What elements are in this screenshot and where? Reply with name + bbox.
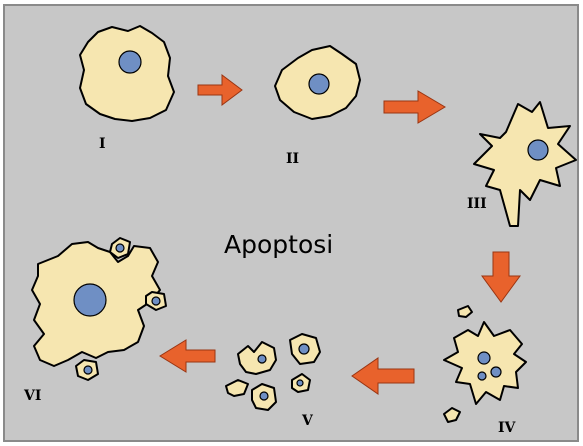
stage-1-nucleus xyxy=(119,51,141,73)
stage-2-nucleus xyxy=(309,74,329,94)
stage-label-1: I xyxy=(99,136,106,152)
stage-4-nucleus-3 xyxy=(478,372,486,380)
stage-1-cell xyxy=(80,26,174,121)
stage-label-6: VI xyxy=(23,388,41,404)
stage-label-4: IV xyxy=(498,420,517,436)
diagram-title: Apoptosi xyxy=(224,230,333,259)
stage-3-nucleus xyxy=(528,140,548,160)
stage-label-3: III xyxy=(467,196,487,212)
stage-label-2: II xyxy=(286,151,299,167)
stage-4-nucleus-1 xyxy=(478,352,490,364)
stage-6-nucleus xyxy=(74,284,106,316)
stage-label-5: V xyxy=(301,413,314,429)
stage-4-nucleus-2 xyxy=(491,367,501,377)
